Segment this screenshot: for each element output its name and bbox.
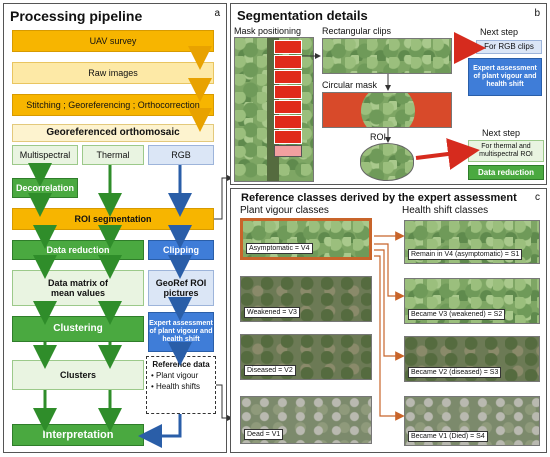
vigour-label-v4: Asymptomatic = V4 [246,243,313,254]
circular-mask-label: Circular mask [322,80,378,90]
red-mask [274,115,302,129]
shift-label-s4: Became V1 (Died) = S4 [408,431,488,442]
uav-survey-box: UAV survey [12,30,214,52]
roi-image [360,143,414,181]
red-mask [274,130,302,144]
reference-link-line [216,384,233,421]
circular-mask-image [322,92,452,128]
red-mask [274,70,302,84]
vigour-label-v3: Weakened = V3 [244,307,300,318]
panel-a-letter: a [214,8,220,19]
vigour-label-v1: Dead = V1 [244,429,284,440]
vigour-image-v2: Diseased = V2 [240,334,372,380]
stitching-box: Stitching ; Georeferencing ; Orthocorrec… [12,94,214,116]
vigour-label-v2: Diseased = V2 [244,365,296,376]
pipeline-green-arrows [28,163,122,432]
red-mask [274,85,302,99]
shift-image-s3: Became V2 (diseased) = S3 [404,336,540,382]
vigour-image-v3: Weakened = V3 [240,276,372,322]
red-mask [274,100,302,114]
shift-image-s4: Became V1 (Died) = S4 [404,396,540,446]
shift-label-s2: Became V3 (weakened) = S2 [408,309,506,320]
red-mask [274,55,302,69]
raw-images-box: Raw images [12,62,214,84]
mask-positioning-label: Mask positioning [234,26,302,36]
plant-vigour-header: Plant vigour classes [240,205,329,216]
rgb-box: RGB [148,145,214,165]
vigour-image-v4: Asymptomatic = V4 [240,218,372,260]
segmentation-link-line [214,175,233,220]
panel-c-title: Reference classes derived by the expert … [241,192,517,204]
reference-data-item: • Health shifts [151,382,201,391]
red-mask [274,40,302,54]
orthomosaic-box: Georeferenced orthomosaic [12,124,214,142]
next-step-label-2: Next step [482,128,521,138]
pipeline-blue-arrows [138,165,192,448]
shift-label-s1: Remain in V4 (asymptomatic) = S1 [408,249,523,260]
shift-image-s1: Remain in V4 (asymptomatic) = S1 [404,220,540,264]
highlighted-clip [274,145,302,157]
thermal-box: Thermal [82,145,144,165]
red-clip-masks [274,40,302,145]
panel-b-letter: b [534,8,540,19]
reference-data-item: • Plant vigour [151,371,199,380]
panel-b-expert-assessment-box: Expert assessment of plant vigour and he… [468,58,542,96]
rectangular-clips-label: Rectangular clips [322,26,392,36]
health-shift-header: Health shift classes [402,205,489,216]
panel-c-letter: c [535,192,540,203]
shift-label-s3: Became V2 (diseased) = S3 [408,367,502,378]
vigour-image-v1: Dead = V1 [240,396,372,444]
clustering-box: Clustering [12,316,144,342]
shift-image-s2: Became V3 (weakened) = S2 [404,278,540,324]
circular-mask-foliage [361,93,415,127]
rectangular-clip-image [322,38,452,74]
panel-b-title: Segmentation details [237,8,368,23]
panel-a-title: Processing pipeline [10,8,143,24]
roi-label: ROI [370,132,387,142]
panel-b-data-reduction-box: Data reduction [468,165,544,180]
next-step-label-1: Next step [480,27,519,37]
